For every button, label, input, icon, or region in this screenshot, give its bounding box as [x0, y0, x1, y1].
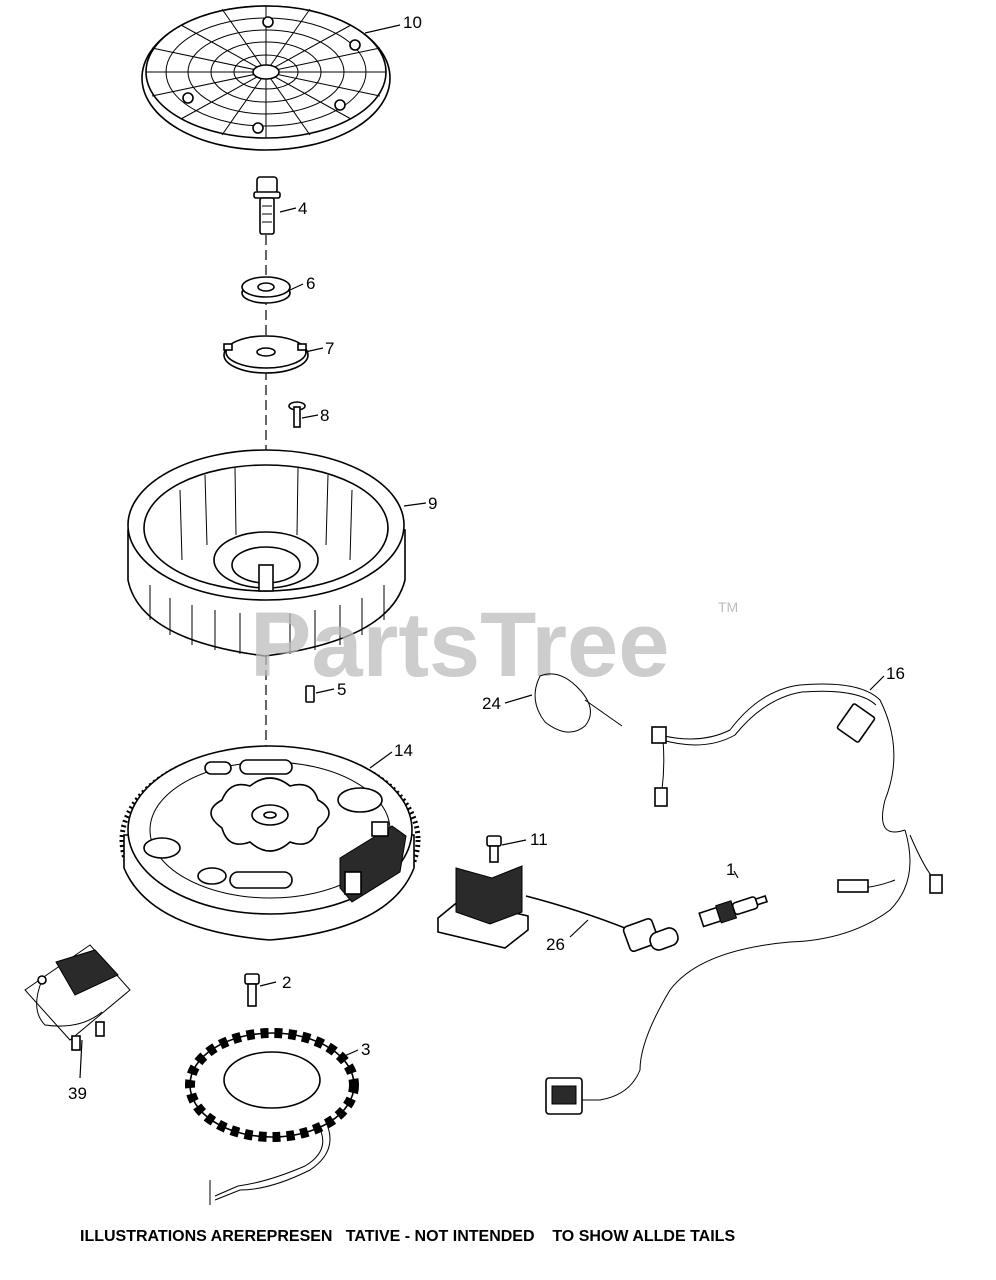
part-8-screw[interactable] [288, 401, 306, 428]
part-1-spark-plug[interactable] [698, 890, 769, 928]
callout-2: 2 [282, 973, 291, 992]
callout-4: 4 [298, 199, 307, 218]
svg-text:TM: TM [718, 599, 738, 615]
callout-16: 16 [886, 664, 905, 683]
part-11-screw[interactable] [486, 835, 502, 863]
watermark: PartsTree TM [250, 594, 738, 696]
callout-3: 3 [361, 1040, 370, 1059]
callout-39: 39 [68, 1084, 87, 1103]
callout-9: 9 [428, 494, 437, 513]
part-26-ignition-module[interactable] [437, 865, 680, 953]
callout-labels: 10 4 6 7 8 9 5 14 24 16 11 1 26 2 3 39 [68, 13, 905, 1103]
part-39-regulator[interactable] [24, 944, 131, 1051]
callout-10: 10 [403, 13, 422, 32]
disclaimer-footer: ILLUSTRATIONS AREREPRESEN TATIVE - NOT I… [80, 1228, 736, 1245]
leader-lines [79, 24, 885, 1079]
callout-5: 5 [337, 680, 346, 699]
callout-7: 7 [325, 339, 334, 358]
part-16-wiring-harness[interactable] [545, 683, 943, 1115]
part-6-washer[interactable] [241, 276, 291, 304]
part-3-stator[interactable] [185, 1028, 359, 1205]
part-2-screw[interactable] [244, 973, 260, 1007]
part-24-cable-tie[interactable] [534, 673, 623, 733]
callout-26: 26 [546, 935, 565, 954]
part-4-flywheel-bolt[interactable] [253, 176, 281, 235]
part-9-flywheel[interactable] [127, 449, 406, 657]
callout-11: 11 [530, 830, 548, 849]
callout-6: 6 [306, 274, 315, 293]
part-5-key[interactable] [305, 685, 315, 703]
callout-1: 1 [726, 860, 735, 879]
callout-8: 8 [320, 406, 329, 425]
callout-14: 14 [394, 741, 413, 760]
part-10-fan-screen[interactable] [141, 5, 391, 151]
svg-text:PartsTree: PartsTree [250, 594, 669, 696]
part-14-ring-gear-flywheel[interactable] [119, 745, 421, 941]
part-7-retainer[interactable] [223, 335, 309, 374]
callout-24: 24 [482, 694, 501, 713]
